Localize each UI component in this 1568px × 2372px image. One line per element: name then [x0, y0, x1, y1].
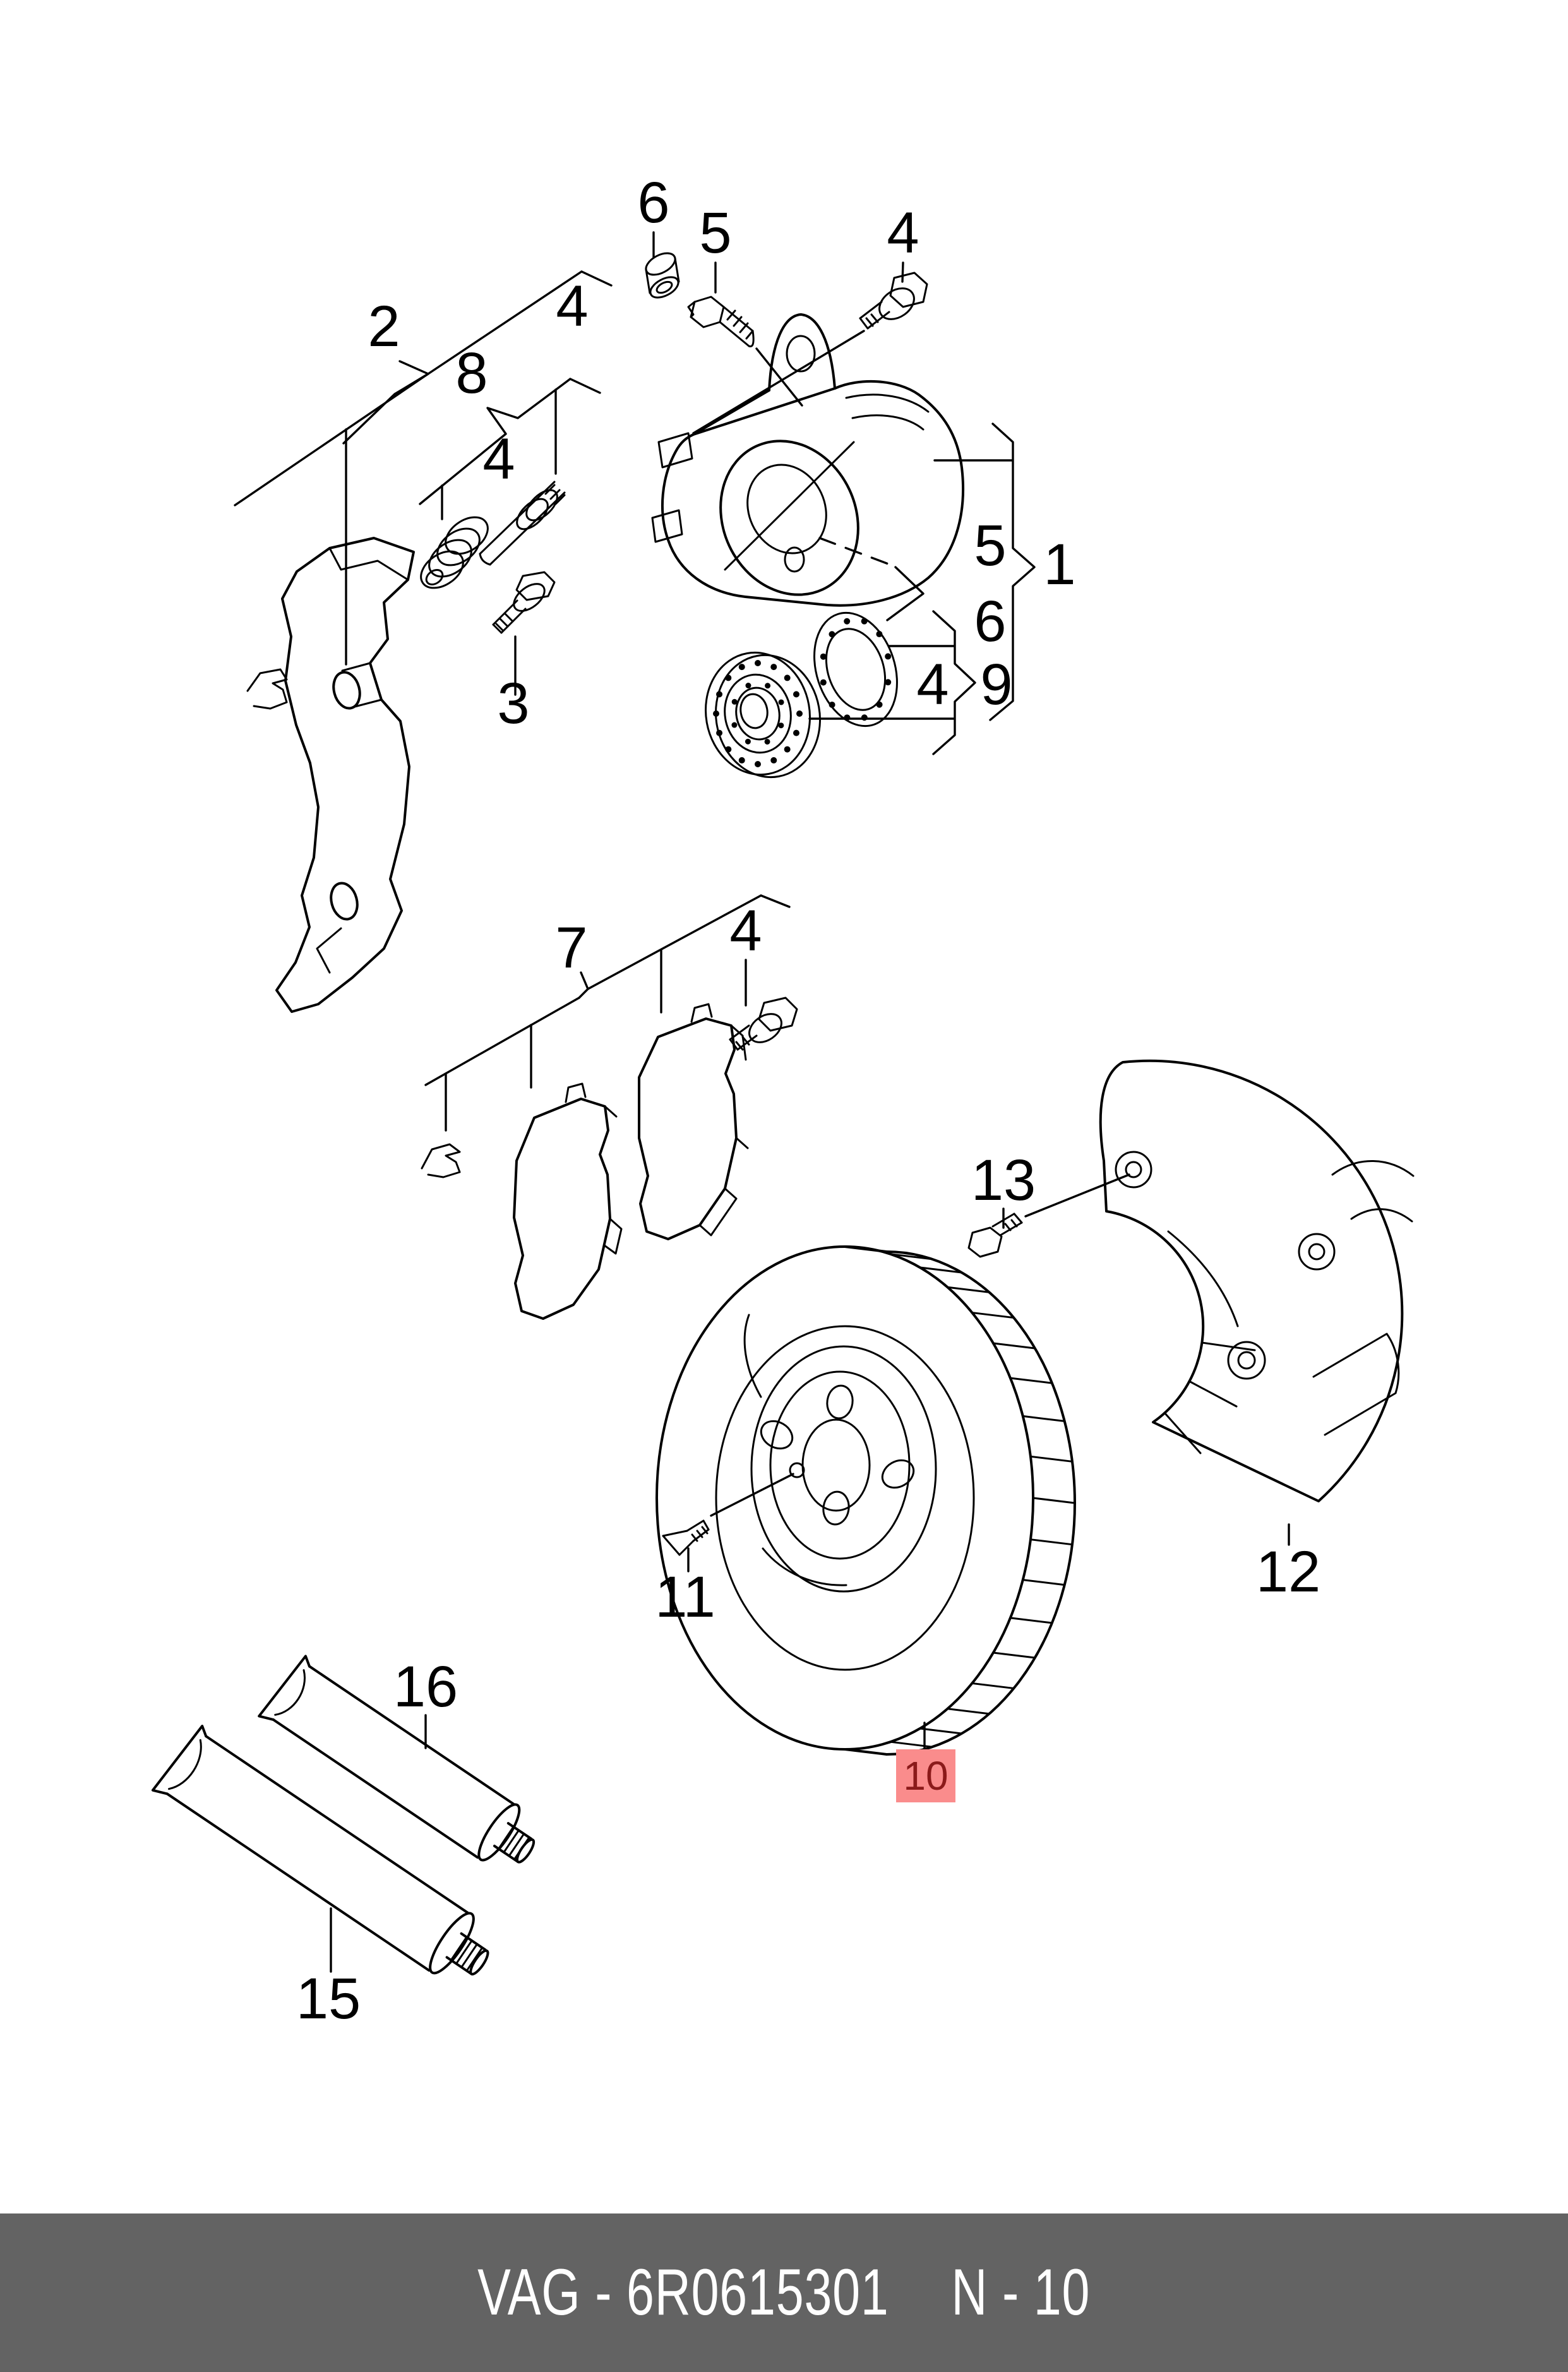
hub-bolt-holes: [713, 660, 803, 767]
callout-leader-lines: [234, 231, 1290, 1973]
callout-4-pads[interactable]: 4: [729, 899, 762, 963]
footer-bar: VAG - 6R0615301 N - 10: [0, 2213, 1568, 2372]
pad-spring-clip-drawing: [421, 1143, 461, 1178]
callout-2[interactable]: 2: [368, 294, 400, 359]
callout-4-mid[interactable]: 4: [482, 427, 515, 491]
brake-pad-inner-drawing: [513, 1082, 623, 1320]
selected-part-callout[interactable]: 10: [896, 1749, 955, 1802]
wheel-hub-drawing: [705, 651, 821, 779]
callout-4-top-right[interactable]: 4: [887, 201, 919, 265]
callout-4-upper-mid[interactable]: 4: [556, 274, 588, 338]
bleeder-cap-drawing: [645, 252, 680, 299]
callout-7[interactable]: 7: [555, 916, 587, 980]
caliper-bolt-top-drawing: [859, 272, 928, 330]
callout-3[interactable]: 3: [497, 671, 529, 736]
callout-16[interactable]: 16: [393, 1655, 458, 1719]
callout-11[interactable]: 11: [655, 1565, 715, 1629]
callout-12[interactable]: 12: [1256, 1540, 1320, 1604]
seal-ring-holes: [820, 618, 892, 721]
carrier-bolt-drawing: [492, 571, 556, 634]
callout-6-right[interactable]: 6: [974, 589, 1006, 654]
callout-5-top[interactable]: 5: [699, 201, 731, 265]
callout-labels: 6 5 4 2 4 8 4 3 5 1 6 9 4 7 4 13 12 11 1…: [296, 171, 1320, 2031]
shield-bolt-drawing: [967, 1213, 1023, 1258]
guide-pin-drawing: [479, 481, 566, 566]
callout-4-right[interactable]: 4: [916, 652, 949, 717]
footer-page-number: N - 10: [951, 2256, 1091, 2329]
disc-vent-hatching: [889, 1253, 1076, 1748]
guide-pin-sleeve-drawing: [420, 516, 489, 589]
grease-tube-15-drawing: [151, 1725, 489, 1976]
brake-pad-outer-drawing: [638, 1003, 749, 1240]
caliper-carrier-drawing: [275, 537, 415, 1013]
callout-15[interactable]: 15: [296, 1967, 361, 2031]
footer-part-number: VAG - 6R0615301: [477, 2256, 889, 2329]
pad-bolt-drawing: [729, 997, 798, 1051]
brake-disc-drawing: [655, 1245, 1076, 1756]
carrier-spring-clip-drawing: [246, 668, 288, 710]
callout-1[interactable]: 1: [1043, 532, 1075, 597]
callout-6-top[interactable]: 6: [637, 171, 669, 235]
seal-ring-drawing: [813, 611, 898, 728]
splash-shield-drawing: [1099, 1059, 1415, 1502]
disc-set-screw-drawing: [662, 1519, 710, 1556]
caliper-housing-drawing: [651, 313, 964, 607]
grease-tube-16-drawing: [258, 1655, 536, 1864]
callout-5-right[interactable]: 5: [974, 513, 1006, 578]
callout-13[interactable]: 13: [971, 1148, 1036, 1213]
callout-9[interactable]: 9: [980, 652, 1012, 717]
callout-8[interactable]: 8: [455, 341, 488, 405]
bleeder-valve-drawing: [687, 296, 755, 347]
